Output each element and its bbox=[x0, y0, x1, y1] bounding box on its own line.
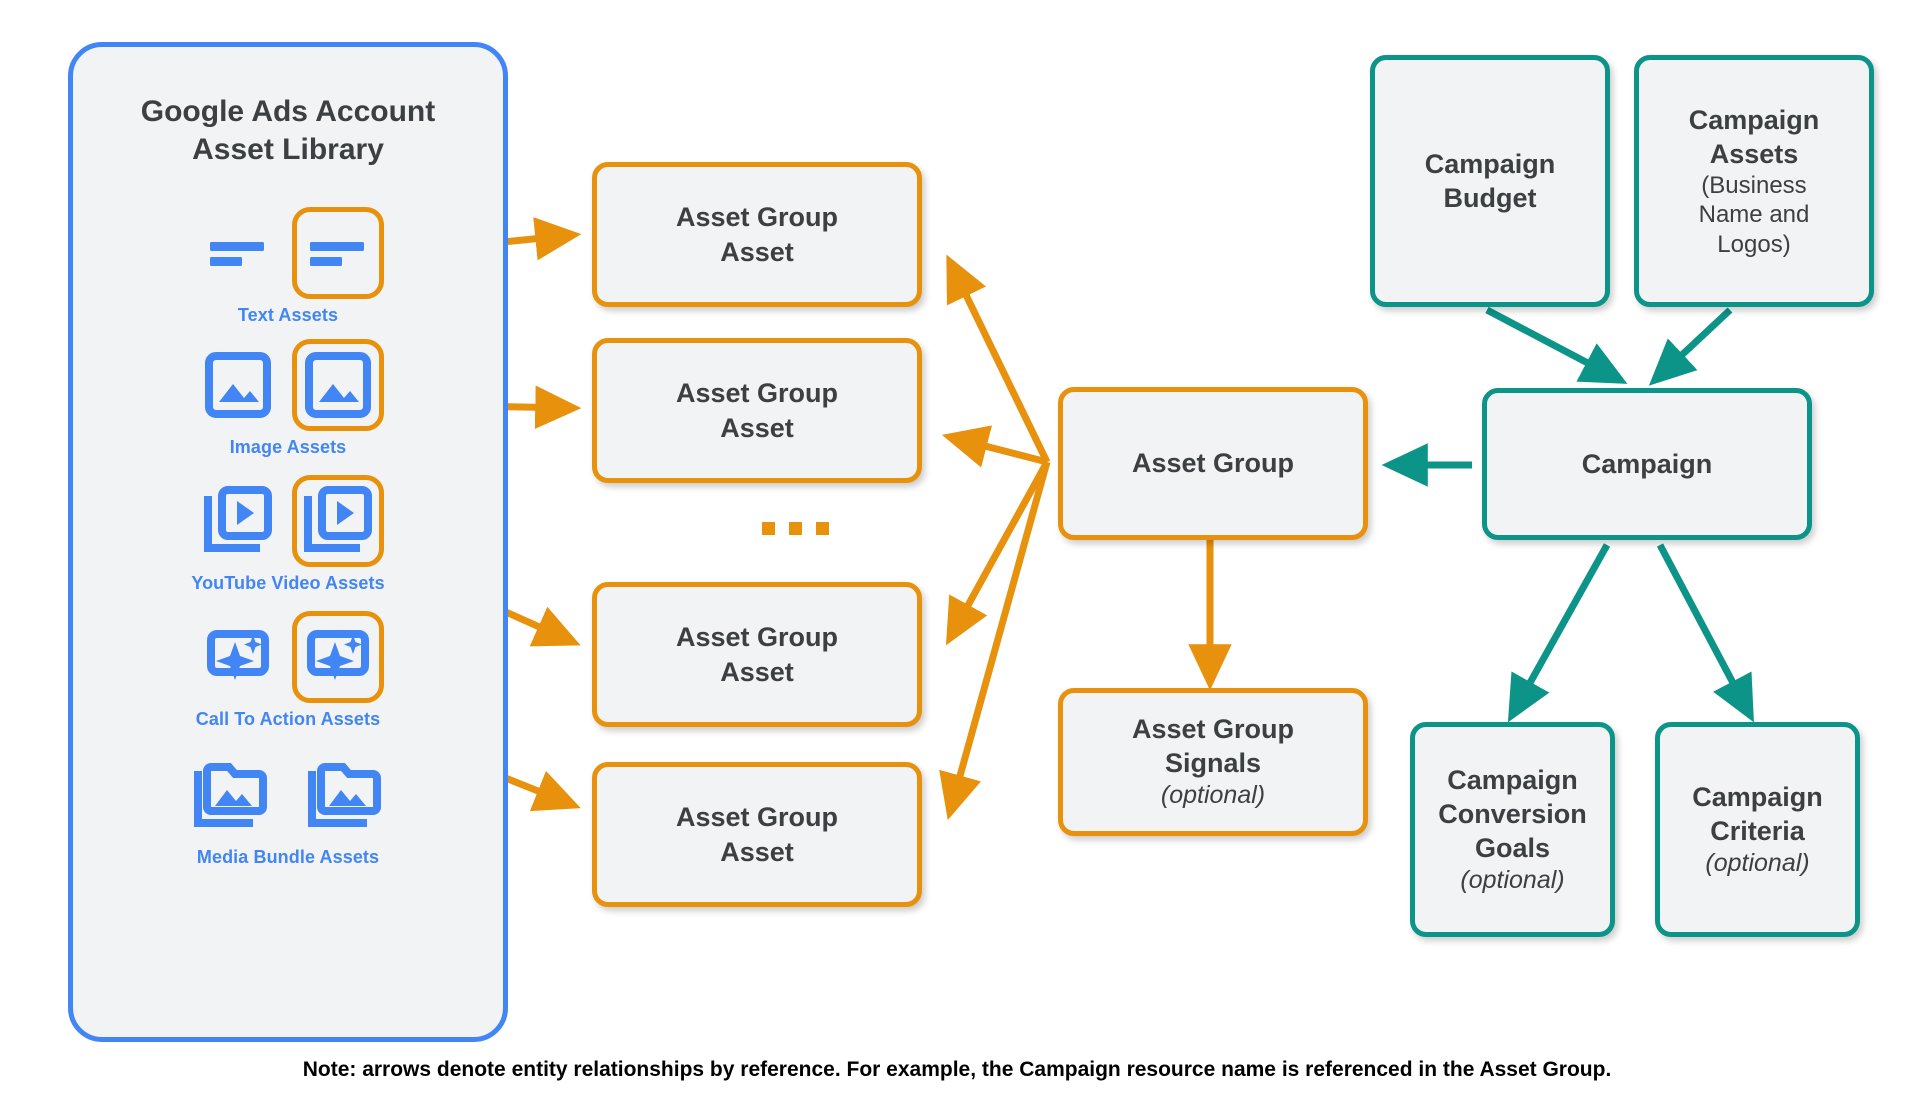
edge-asset-group-to-asset-1 bbox=[946, 254, 1051, 464]
asset-group-asset-title-4: Asset Group Asset bbox=[675, 802, 839, 867]
asset-row-video[interactable]: YouTube Video Assets bbox=[73, 473, 503, 605]
ellipsis-indicator bbox=[762, 522, 829, 535]
video-asset-icon[interactable] bbox=[292, 475, 384, 567]
asset-group-signals-title: Asset Group Signals bbox=[1131, 714, 1295, 779]
campaign-assets-box[interactable]: Campaign Assets (Business Name and Logos… bbox=[1634, 55, 1874, 307]
asset-group-asset-title-2: Asset Group Asset bbox=[675, 378, 839, 443]
campaign-conversion-goals-title: Campaign Conversion Goals bbox=[1438, 764, 1587, 863]
asset-row-image[interactable]: Image Assets bbox=[73, 337, 503, 469]
media-bundle-asset-icon[interactable] bbox=[299, 749, 391, 841]
call-to-action-asset-icon-plain bbox=[192, 611, 284, 703]
asset-caption-text: Text Assets bbox=[237, 305, 339, 325]
campaign-budget-title: Campaign Budget bbox=[1424, 148, 1556, 213]
image-asset-icon[interactable] bbox=[292, 339, 384, 431]
asset-caption-video: YouTube Video Assets bbox=[191, 573, 385, 593]
asset-library-panel: Google Ads Account Asset Library Text bbox=[68, 42, 508, 1042]
asset-caption-image: Image Assets bbox=[229, 437, 347, 457]
footnote-text: Note: arrows denote entity relationships… bbox=[302, 1058, 1612, 1081]
asset-caption-media-bundle: Media Bundle Assets bbox=[196, 847, 380, 867]
asset-group-signals-optional: (optional) bbox=[1160, 781, 1266, 810]
campaign-criteria-title: Campaign Criteria bbox=[1692, 781, 1823, 846]
edge-campaign-assets-to-campaign bbox=[1648, 307, 1733, 386]
asset-row-cta[interactable]: Call To Action Assets bbox=[73, 609, 503, 741]
asset-group-asset-box-4[interactable]: Asset Group Asset bbox=[592, 762, 922, 907]
video-asset-icon-plain bbox=[192, 475, 284, 567]
asset-group-signals-box[interactable]: Asset Group Signals (optional) bbox=[1058, 688, 1368, 836]
campaign-title: Campaign bbox=[1581, 448, 1713, 479]
asset-group-asset-title-3: Asset Group Asset bbox=[675, 622, 839, 687]
edge-asset-group-to-asset-4 bbox=[939, 461, 1051, 821]
campaign-conversion-goals-box[interactable]: Campaign Conversion Goals (optional) bbox=[1410, 722, 1615, 937]
asset-row-media-bundle[interactable]: Media Bundle Assets bbox=[73, 747, 503, 879]
asset-caption-cta: Call To Action Assets bbox=[195, 709, 381, 729]
campaign-conversion-goals-optional: (optional) bbox=[1460, 865, 1565, 894]
asset-group-asset-box-2[interactable]: Asset Group Asset bbox=[592, 338, 922, 483]
text-asset-icon[interactable] bbox=[292, 207, 384, 299]
edge-campaign-to-conversion-goals bbox=[1507, 543, 1611, 723]
campaign-assets-detail: (Business Name and Logos) bbox=[1698, 172, 1810, 258]
asset-group-box[interactable]: Asset Group bbox=[1058, 387, 1368, 540]
edge-budget-to-campaign bbox=[1485, 306, 1628, 384]
call-to-action-asset-icon[interactable] bbox=[292, 611, 384, 703]
library-title: Google Ads Account Asset Library bbox=[140, 95, 436, 167]
campaign-box[interactable]: Campaign bbox=[1482, 388, 1812, 540]
asset-row-text[interactable]: Text Assets bbox=[73, 205, 503, 337]
campaign-criteria-optional: (optional) bbox=[1705, 848, 1810, 877]
asset-group-asset-box-1[interactable]: Asset Group Asset bbox=[592, 162, 922, 307]
edge-campaign-to-criteria bbox=[1656, 543, 1754, 723]
campaign-criteria-box[interactable]: Campaign Criteria (optional) bbox=[1655, 722, 1860, 937]
asset-group-asset-title-1: Asset Group Asset bbox=[675, 202, 839, 267]
image-asset-icon-plain bbox=[192, 339, 284, 431]
text-asset-icon-plain bbox=[192, 207, 284, 299]
asset-group-title: Asset Group bbox=[1131, 448, 1295, 479]
campaign-assets-title: Campaign Assets bbox=[1688, 105, 1820, 170]
edge-asset-group-to-asset-3 bbox=[945, 460, 1051, 646]
campaign-budget-box[interactable]: Campaign Budget bbox=[1370, 55, 1610, 307]
asset-group-asset-box-3[interactable]: Asset Group Asset bbox=[592, 582, 922, 727]
media-bundle-asset-icon-plain bbox=[185, 749, 277, 841]
edge-asset-group-to-asset-2 bbox=[941, 425, 1048, 468]
